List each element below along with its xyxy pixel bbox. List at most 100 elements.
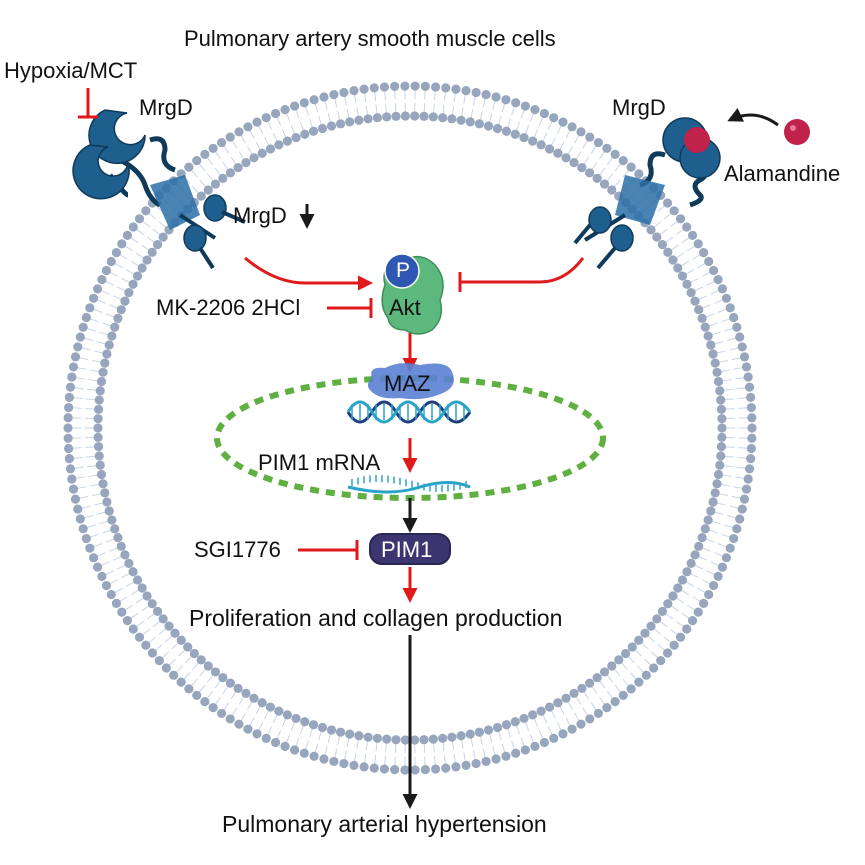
lipid-head: [721, 553, 732, 563]
lipid-head: [700, 524, 710, 534]
lipid-head: [81, 533, 91, 544]
lipid-head: [662, 648, 673, 658]
lipid-head: [128, 279, 138, 289]
lipid-head: [640, 628, 650, 638]
lipid-head: [210, 179, 221, 189]
lipid-head: [124, 558, 134, 568]
lipid-head: [354, 731, 364, 741]
lipid-head: [717, 562, 728, 572]
lipid-head: [713, 376, 724, 387]
lipid-head: [400, 735, 410, 745]
lipid-head: [577, 683, 587, 693]
lipid-head: [94, 451, 104, 461]
lipid-head: [585, 132, 595, 142]
lipid-head: [92, 562, 103, 572]
lipid-head: [585, 714, 595, 724]
lipid-head: [300, 717, 310, 727]
lipid-head: [116, 541, 126, 551]
lipid-head: [715, 386, 725, 396]
lipid-head: [329, 756, 339, 767]
lipid-head: [694, 305, 704, 315]
lipid-head: [686, 288, 696, 298]
lipid-head: [122, 230, 133, 240]
lipid-head: [369, 83, 379, 93]
lipid-head: [717, 423, 727, 433]
lipid-head: [252, 117, 262, 127]
lipid-head: [257, 698, 267, 708]
lipid-head: [747, 423, 757, 433]
lipid-head: [465, 729, 475, 739]
lipid-head: [592, 673, 602, 683]
lipid-head: [715, 460, 725, 470]
lipid-head: [233, 683, 243, 693]
lipid-head: [717, 414, 727, 424]
lipid-head: [120, 550, 130, 560]
lipid-head: [391, 111, 401, 121]
mrgd-left-label: MrgD: [139, 95, 193, 120]
lipid-head: [569, 688, 579, 699]
lipid-head: [410, 765, 420, 775]
lipid-head: [669, 640, 679, 650]
lipid-head: [746, 454, 756, 464]
lipid-head: [729, 533, 739, 544]
pim1-mrna-label: PIM1 mRNA: [258, 450, 381, 475]
lipid-head: [107, 515, 117, 525]
lipid-head: [610, 149, 620, 159]
hypoxia-inhibition: [78, 88, 98, 119]
lipid-head: [252, 729, 262, 739]
mrgd-right-label: MrgD: [612, 95, 666, 120]
lipid-head: [335, 727, 346, 737]
cell-outcome-label: Proliferation and collagen production: [189, 605, 563, 631]
lipid-head: [569, 157, 579, 168]
lipid-head: [88, 553, 99, 563]
lipid-head: [510, 129, 520, 139]
lipid-head: [539, 108, 550, 119]
lipid-head: [349, 86, 359, 96]
lipid-head: [63, 423, 73, 433]
lipid-head: [528, 710, 538, 720]
lipid-head: [345, 729, 355, 739]
lipid-head: [700, 322, 710, 332]
lipid-head: [682, 624, 692, 634]
lipid-head: [93, 432, 103, 442]
lipid-head: [725, 543, 735, 553]
lipid-head: [216, 708, 227, 719]
lipid-head: [241, 688, 251, 699]
lipid-head: [208, 703, 218, 713]
lipid-head: [75, 332, 85, 342]
lipid-head: [189, 648, 199, 659]
lipid-head: [142, 255, 152, 265]
lipid-head: [345, 117, 355, 127]
lipid-head: [461, 86, 471, 96]
lipid-head: [663, 599, 673, 609]
lipid-head: [492, 722, 503, 733]
lipid-head: [649, 663, 659, 673]
lipid-head: [379, 764, 390, 774]
lipid-head: [192, 156, 202, 166]
lipid-head: [735, 332, 745, 342]
lipid-head: [621, 648, 631, 659]
lipid-head: [147, 648, 158, 658]
lipid-head: [539, 737, 550, 748]
lipid-head: [441, 763, 451, 773]
lipid-head: [329, 89, 339, 100]
lipid-head: [716, 404, 727, 414]
lipid-head: [492, 123, 503, 134]
akt-label: Akt: [389, 295, 421, 320]
lipid-head: [530, 105, 540, 115]
lipid-head: [280, 741, 290, 751]
lipid-head: [544, 702, 555, 712]
lipid-head: [249, 693, 259, 703]
lipid-head: [110, 524, 120, 534]
lipid-head: [471, 758, 481, 769]
lipid-head: [270, 737, 281, 748]
lipid-head: [410, 735, 420, 745]
lipid-head: [359, 84, 369, 94]
lipid-head: [95, 460, 105, 470]
lipid-head: [261, 733, 271, 743]
lipid-head: [706, 340, 716, 350]
lipid-head: [430, 764, 441, 774]
lipid-head: [732, 524, 742, 534]
lipid-head: [584, 168, 595, 178]
lipid-head: [668, 591, 678, 601]
